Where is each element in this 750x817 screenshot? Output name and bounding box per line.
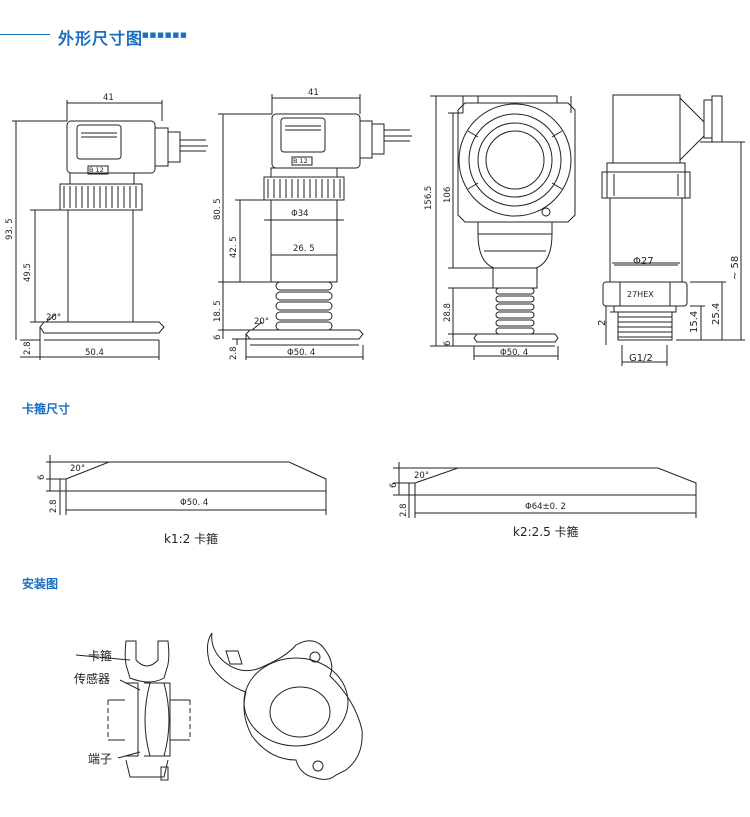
dim-26-5: 26. 5 — [293, 244, 315, 254]
thread-g12: G1/2 — [629, 353, 653, 364]
k1-dim-20-deg: 20° — [70, 464, 85, 474]
label-clamp: 卡箍 — [88, 649, 113, 663]
label-sensor: 传感器 — [74, 672, 111, 686]
dim-41-b: 41 — [308, 88, 319, 98]
page-title: 外形尺寸图 — [58, 29, 144, 48]
k2-dim-20-deg: 20° — [414, 471, 429, 481]
k1-caption: k1:2 卡箍 — [164, 532, 219, 546]
dim-42-5: 42. 5 — [229, 236, 239, 258]
k1-dim-2-8: 2.8 — [49, 499, 59, 513]
dim-2-8-a: 2.8 — [23, 341, 33, 355]
dim-dia-27: Φ27 — [633, 256, 654, 267]
dim-50-4-c: Φ50. 4 — [500, 348, 528, 358]
dim-50-4-b: Φ50. 4 — [287, 348, 315, 358]
dim-93-5: 93. 5 — [5, 218, 15, 240]
connector-label-b: B 12 — [293, 157, 308, 165]
title-decoration: ■■■■■■ — [142, 31, 188, 39]
dim-106: 106 — [443, 187, 453, 203]
dim-6-b: 6 — [213, 335, 223, 340]
label-terminal: 端子 — [88, 752, 113, 766]
hex-label: 27HEX — [627, 290, 654, 299]
dim-20-deg-a: 20° — [46, 313, 61, 323]
dim-18-5: 18. 5 — [213, 300, 223, 322]
clamp-k1-drawing — [46, 455, 327, 515]
sensor-drawing-1 — [12, 100, 208, 360]
dim-6-c: 6 — [443, 341, 453, 346]
dim-2: 2 — [597, 320, 608, 326]
k1-dim-dia: Φ50. 4 — [180, 498, 208, 508]
k2-dim-2-8: 2.8 — [399, 503, 409, 517]
clamp-k2-drawing — [393, 462, 697, 518]
install-diagram — [75, 632, 363, 781]
dim-58: ~ 58 — [730, 256, 741, 280]
dim-20-deg-b: 20° — [254, 317, 269, 327]
dim-41-a: 41 — [103, 93, 114, 103]
k1-dim-6: 6 — [37, 475, 47, 480]
dim-dia-34: Φ34 — [291, 209, 309, 219]
dim-2-8-b: 2.8 — [229, 346, 239, 360]
dim-28-8: 28.8 — [443, 303, 453, 322]
k2-dim-6: 6 — [389, 483, 399, 488]
dim-15-4: 15.4 — [689, 311, 700, 333]
dim-156-5: 156.5 — [424, 186, 434, 210]
dim-49-5: 49.5 — [23, 263, 33, 282]
sensor-drawing-2 — [218, 94, 412, 360]
connector-label-a: B 12 — [89, 166, 104, 174]
header-rule — [0, 34, 50, 35]
dim-50-4-a: 50.4 — [85, 348, 104, 358]
dim-25-4: 25.4 — [711, 303, 722, 325]
k2-caption: k2:2.5 卡箍 — [513, 525, 579, 539]
sensor-drawing-3 — [430, 95, 576, 360]
section-title-install: 安装图 — [22, 577, 59, 591]
dim-80-5: 80. 5 — [213, 198, 223, 220]
k2-dim-dia: Φ64±0. 2 — [525, 502, 566, 512]
sensor-drawing-4 — [601, 94, 745, 366]
section-title-clamp: 卡箍尺寸 — [22, 402, 71, 416]
